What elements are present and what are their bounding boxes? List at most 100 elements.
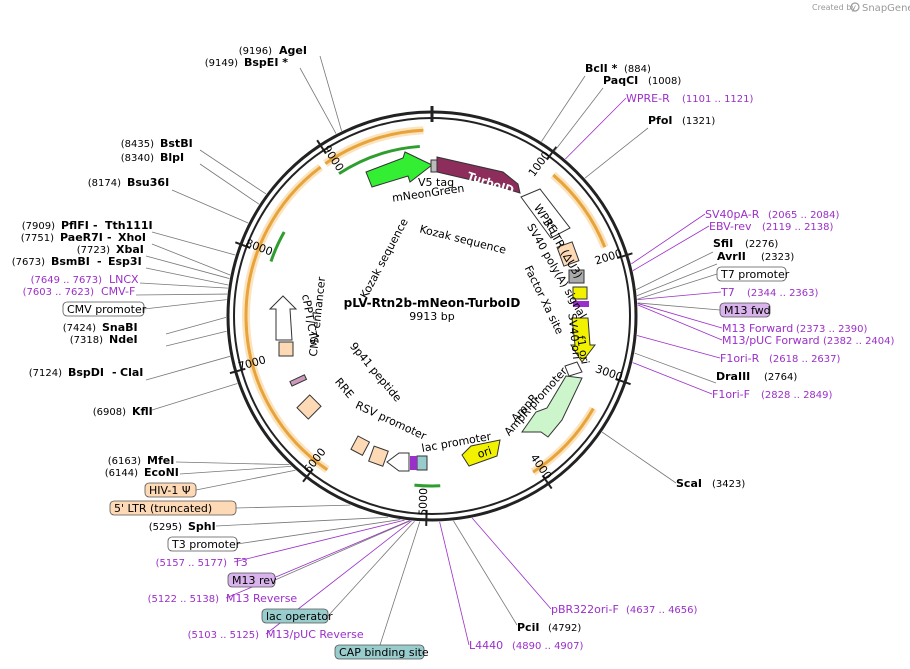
site-econi[interactable]: EcoNI xyxy=(144,466,179,479)
primer-pbr322ori-f[interactable]: pBR322ori-F xyxy=(551,603,619,616)
box-m13rev-label: M13 rev xyxy=(232,574,277,587)
feature-rsv-promoter-arrow[interactable] xyxy=(386,452,410,472)
box-lacoperator[interactable] xyxy=(261,608,329,624)
primer-m13puc-reverse[interactable]: M13/pUC Reverse xyxy=(266,628,364,641)
primer-cmv-f[interactable]: CMV-F xyxy=(101,285,135,298)
site-xhoi[interactable]: XhoI xyxy=(118,231,146,244)
site-paqci[interactable]: PaqCI xyxy=(603,74,638,87)
site-ndei[interactable]: NdeI xyxy=(109,333,138,346)
watermark-brand: SnapGene xyxy=(862,3,910,14)
site-mfei[interactable]: MfeI xyxy=(147,454,174,467)
site-econi-pos: (6144) xyxy=(105,468,138,479)
primer-leader-line xyxy=(637,304,723,341)
box-5ltr[interactable] xyxy=(109,500,237,516)
site-draiii[interactable]: DraIII xyxy=(716,370,750,383)
site-paer7i[interactable]: PaeR7I xyxy=(60,231,103,244)
feature-turboid-arrow[interactable] xyxy=(436,156,521,194)
site-pfoi[interactable]: PfoI xyxy=(648,114,673,127)
primer-m13-reverse[interactable]: M13 Reverse xyxy=(226,592,297,605)
box-t3promoter-label: T3 promoter xyxy=(171,538,241,551)
box-m13rev[interactable] xyxy=(227,572,276,588)
site-sphi[interactable]: SphI xyxy=(188,520,216,533)
site-paer7i-pos: (7751) xyxy=(21,233,54,244)
box-leader-line xyxy=(637,273,718,300)
green-arc-group xyxy=(269,144,441,488)
site-bcli[interactable]: BclI * xyxy=(585,62,618,75)
tick-1000 xyxy=(546,146,558,161)
site-pfoi-pos: (1321) xyxy=(682,116,715,127)
site-xhoi-dash: - xyxy=(107,231,112,244)
box-t7promoter[interactable] xyxy=(716,266,787,282)
primer-sv40pa-r-range: (2065 .. 2084) xyxy=(768,210,840,221)
primer-f1ori-f[interactable]: F1ori-F xyxy=(712,388,750,401)
primer-sv40pa-r[interactable]: SV40pA-R xyxy=(705,208,760,221)
box-cmvpromoter[interactable] xyxy=(62,301,145,317)
site-bspdi[interactable]: BspDI xyxy=(68,366,104,379)
feature-rre[interactable] xyxy=(296,394,322,420)
feature-ampr-promoter[interactable] xyxy=(564,361,583,377)
feature-ampr-arrow[interactable] xyxy=(521,375,583,438)
leader-line xyxy=(634,352,717,384)
primer-m13-forward[interactable]: M13 Forward xyxy=(722,322,793,335)
feature-mneongreen-arrow[interactable] xyxy=(365,151,433,188)
site-bstbi[interactable]: BstBI xyxy=(160,137,193,150)
site-draiii-pos: (2764) xyxy=(764,372,797,383)
box-lacoperator-label: lac operator xyxy=(266,610,333,623)
site-blpi[interactable]: BlpI xyxy=(160,151,184,164)
feature-v5-tag[interactable] xyxy=(430,159,438,173)
site-bsu36i-pos: (8174) xyxy=(88,178,121,189)
feature-sv40polya[interactable] xyxy=(568,269,585,284)
feature-lac-operator-mark xyxy=(416,455,428,471)
box-hiv1[interactable] xyxy=(144,482,197,498)
feature-ori-arrow[interactable] xyxy=(461,439,501,467)
site-bspei[interactable]: BspEI * xyxy=(244,56,288,69)
site-bsu36i[interactable]: Bsu36I xyxy=(127,176,169,189)
feature-cppt[interactable] xyxy=(278,341,294,357)
feature-f1ori-arrow[interactable] xyxy=(570,317,597,363)
box-t3promoter[interactable] xyxy=(167,536,238,552)
primer-ebv-rev[interactable]: EBV-rev xyxy=(709,220,752,233)
site-esp3i[interactable]: Esp3I xyxy=(108,255,142,268)
site-clai[interactable]: ClaI xyxy=(120,366,143,379)
site-avrii[interactable]: AvrII xyxy=(717,250,746,263)
site-agei[interactable]: AgeI xyxy=(279,44,307,57)
primer-lncx[interactable]: LNCX xyxy=(109,273,139,286)
feature-9p41-peptide[interactable] xyxy=(289,374,308,387)
tick-2000 xyxy=(616,252,633,260)
site-snabi[interactable]: SnaBI xyxy=(102,321,138,334)
site-xbai[interactable]: XbaI xyxy=(116,243,144,256)
box-leader-line xyxy=(379,521,421,646)
box-m13fwd-label: M13 fwd xyxy=(724,304,771,317)
primer-m13puc-forward-range: (2382 .. 2404) xyxy=(823,336,895,347)
tick-label-2000: 2000 xyxy=(593,247,624,268)
site-bsmbi[interactable]: BsmBI xyxy=(51,255,90,268)
leader-line xyxy=(636,263,718,297)
orange-arc-group xyxy=(242,126,609,476)
site-pcii[interactable]: PciI xyxy=(517,621,539,634)
feature-sv40ori[interactable] xyxy=(572,286,588,300)
feature-3ltr[interactable] xyxy=(556,241,580,267)
site-tth111i[interactable]: Tth111I xyxy=(105,219,153,232)
feature-hiv1-box[interactable] xyxy=(350,435,371,457)
leader-line xyxy=(299,67,337,134)
primer-m13puc-forward[interactable]: M13/pUC Forward xyxy=(722,334,820,347)
leader-line xyxy=(601,431,677,484)
primer-t7[interactable]: T7 xyxy=(720,286,735,299)
green-arc-bottom xyxy=(414,483,441,488)
primer-l4440[interactable]: L4440 xyxy=(469,639,503,652)
site-sfii[interactable]: SfiI xyxy=(713,237,733,250)
feature-5ltr-box[interactable] xyxy=(368,445,389,467)
leader-line xyxy=(165,317,227,335)
primer-f1ori-r[interactable]: F1ori-R xyxy=(720,352,760,365)
box-m13fwd[interactable] xyxy=(719,302,771,318)
site-pflfi[interactable]: PflFI xyxy=(61,219,89,232)
site-scai[interactable]: ScaI xyxy=(676,477,702,490)
primer-wpre-r[interactable]: WPRE-R xyxy=(626,92,670,105)
boxed-labels: T7 promoter M13 fwd CMV promoter HIV-1 Ψ… xyxy=(62,266,790,660)
feature-wpre[interactable] xyxy=(520,188,571,239)
box-capbinding[interactable] xyxy=(334,644,425,660)
primer-t3[interactable]: T3 xyxy=(233,556,248,569)
site-kfli[interactable]: KflI xyxy=(132,405,153,418)
feature-cmv-enhancer-arrow[interactable] xyxy=(268,295,298,341)
label-cmv-enhancer: CMV enhancer xyxy=(307,276,328,357)
